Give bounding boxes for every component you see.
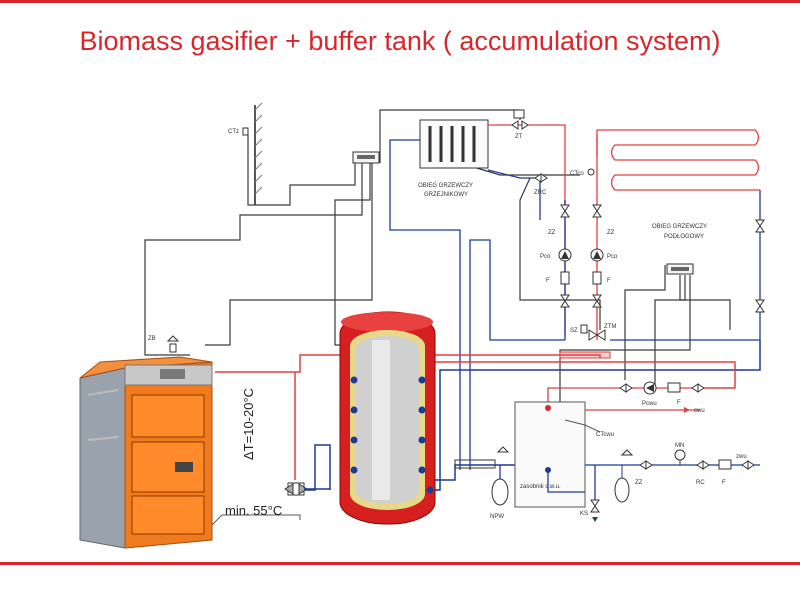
label-radiator-circuit-2: GRZEJNIKOWY bbox=[424, 192, 468, 198]
label-pcwu: Pcwu bbox=[642, 401, 657, 407]
min-temp-leader bbox=[211, 514, 301, 526]
pump-group-piping bbox=[564, 135, 598, 340]
dhw-cylinder-icon bbox=[514, 401, 586, 508]
buffer-tank-icon bbox=[339, 311, 436, 525]
label-zt: ZT bbox=[515, 134, 523, 140]
label-zwu: zwu bbox=[736, 454, 747, 460]
ctco-sensor-icon bbox=[587, 168, 595, 176]
npw-safety-valve-icon bbox=[496, 446, 510, 453]
slide-title: Biomass gasifier + buffer tank ( accumul… bbox=[79, 26, 721, 56]
label-delta-t: ΔT=10-20°C bbox=[241, 388, 256, 460]
valve-left-lower-icon bbox=[560, 294, 570, 308]
label-cwu: cwu bbox=[694, 408, 705, 414]
rc-check-valve-icon bbox=[696, 460, 710, 470]
dhw-expansion-vessel-icon bbox=[614, 477, 630, 503]
npw-vessel-icon bbox=[491, 478, 509, 506]
sz-actuator-icon bbox=[580, 324, 588, 334]
label-min-temp: min. 55°C bbox=[225, 503, 282, 518]
zb-valve-icon bbox=[166, 335, 180, 342]
pcwu-pump-arrow bbox=[646, 384, 654, 392]
outdoor-sensor-icon bbox=[242, 127, 249, 136]
label-ks: KS bbox=[580, 511, 588, 517]
pco-left-pump-arrow bbox=[561, 251, 569, 259]
f-left-filter-icon bbox=[560, 271, 570, 285]
zrc-valve-icon bbox=[534, 173, 548, 183]
dhw-valve-right-icon bbox=[691, 383, 705, 393]
control-wiring bbox=[144, 109, 731, 410]
label-pco-left: Pco bbox=[540, 254, 551, 260]
ks-drain-valve-icon bbox=[590, 499, 600, 513]
label-zz-right: ZZ bbox=[607, 230, 615, 236]
zt-actuator-icon bbox=[513, 109, 525, 119]
loading-valve-body bbox=[284, 483, 308, 495]
label-ztm: ZTM bbox=[604, 324, 616, 330]
label-floor-circuit-1: OBIEG GRZEWCZY bbox=[652, 224, 707, 230]
f-dhw-filter-icon bbox=[667, 382, 681, 393]
radiator-fins bbox=[428, 126, 476, 162]
f-right-filter-icon bbox=[592, 271, 602, 285]
dhw-hot-outlet-icon bbox=[545, 405, 551, 411]
label-npw: NPW bbox=[490, 514, 504, 520]
mn-gauge-icon bbox=[674, 449, 686, 461]
bottom-border bbox=[0, 562, 800, 565]
label-zz-left: ZZ bbox=[548, 230, 556, 236]
label-zrc: ZRC bbox=[534, 190, 547, 196]
wall bbox=[254, 102, 263, 205]
label-radiator-circuit-1: OBIEG GRZEWCZY bbox=[418, 183, 473, 189]
ctcwu-leader bbox=[564, 419, 601, 433]
zb-valve-body bbox=[169, 343, 177, 353]
ks-drain-arrow bbox=[592, 517, 598, 522]
label-f-dhw: F bbox=[677, 400, 681, 406]
zwu-valve-icon bbox=[741, 460, 755, 470]
controller-display bbox=[357, 155, 375, 159]
pco-right-pump-arrow bbox=[593, 251, 601, 259]
label-ctcwu: CTcwu bbox=[596, 432, 614, 438]
label-sz: SZ bbox=[570, 328, 578, 334]
floor-valve-bottom-icon bbox=[755, 299, 765, 313]
buffer-piping bbox=[215, 340, 761, 491]
zz-dhw-valve-icon bbox=[639, 460, 653, 470]
label-rc: RC bbox=[696, 480, 705, 486]
dhw-safety-valve-icon bbox=[620, 449, 634, 456]
label-zasobnik: zasobnik c.w.u. bbox=[520, 484, 561, 490]
floor-valve-top-icon bbox=[755, 219, 765, 233]
label-f-zwu: F bbox=[722, 480, 726, 486]
floor-controller-display bbox=[671, 267, 689, 271]
zz-left-valve-icon bbox=[560, 204, 570, 218]
cwu-arrow-icon bbox=[684, 407, 690, 413]
pcwu-valve-icon bbox=[619, 383, 633, 393]
valve-right-lower-icon bbox=[592, 294, 602, 308]
boiler-icon bbox=[79, 356, 213, 549]
zz-right-valve-icon bbox=[592, 204, 602, 218]
zt-valve-icon bbox=[511, 120, 529, 130]
f-zwu-filter-icon bbox=[718, 459, 732, 470]
top-border bbox=[0, 0, 800, 3]
label-ctco: CTco bbox=[570, 171, 584, 177]
label-zz-dhw: ZZ bbox=[635, 480, 643, 486]
label-zb: ZB bbox=[148, 336, 156, 342]
label-mn: MN bbox=[675, 443, 684, 449]
label-floor-circuit-2: PODŁOGOWY bbox=[664, 234, 704, 240]
ztm-mixing-valve-icon bbox=[588, 329, 606, 341]
label-f-right: F bbox=[607, 278, 611, 284]
label-pco-right: Pco bbox=[607, 254, 618, 260]
pump-group-left bbox=[558, 204, 572, 308]
hydraulic-separator bbox=[454, 459, 496, 469]
label-ctz: CTz bbox=[228, 129, 239, 135]
underfloor-coil bbox=[596, 129, 760, 191]
label-f-left: F bbox=[546, 278, 550, 284]
pump-group-right bbox=[590, 204, 604, 308]
